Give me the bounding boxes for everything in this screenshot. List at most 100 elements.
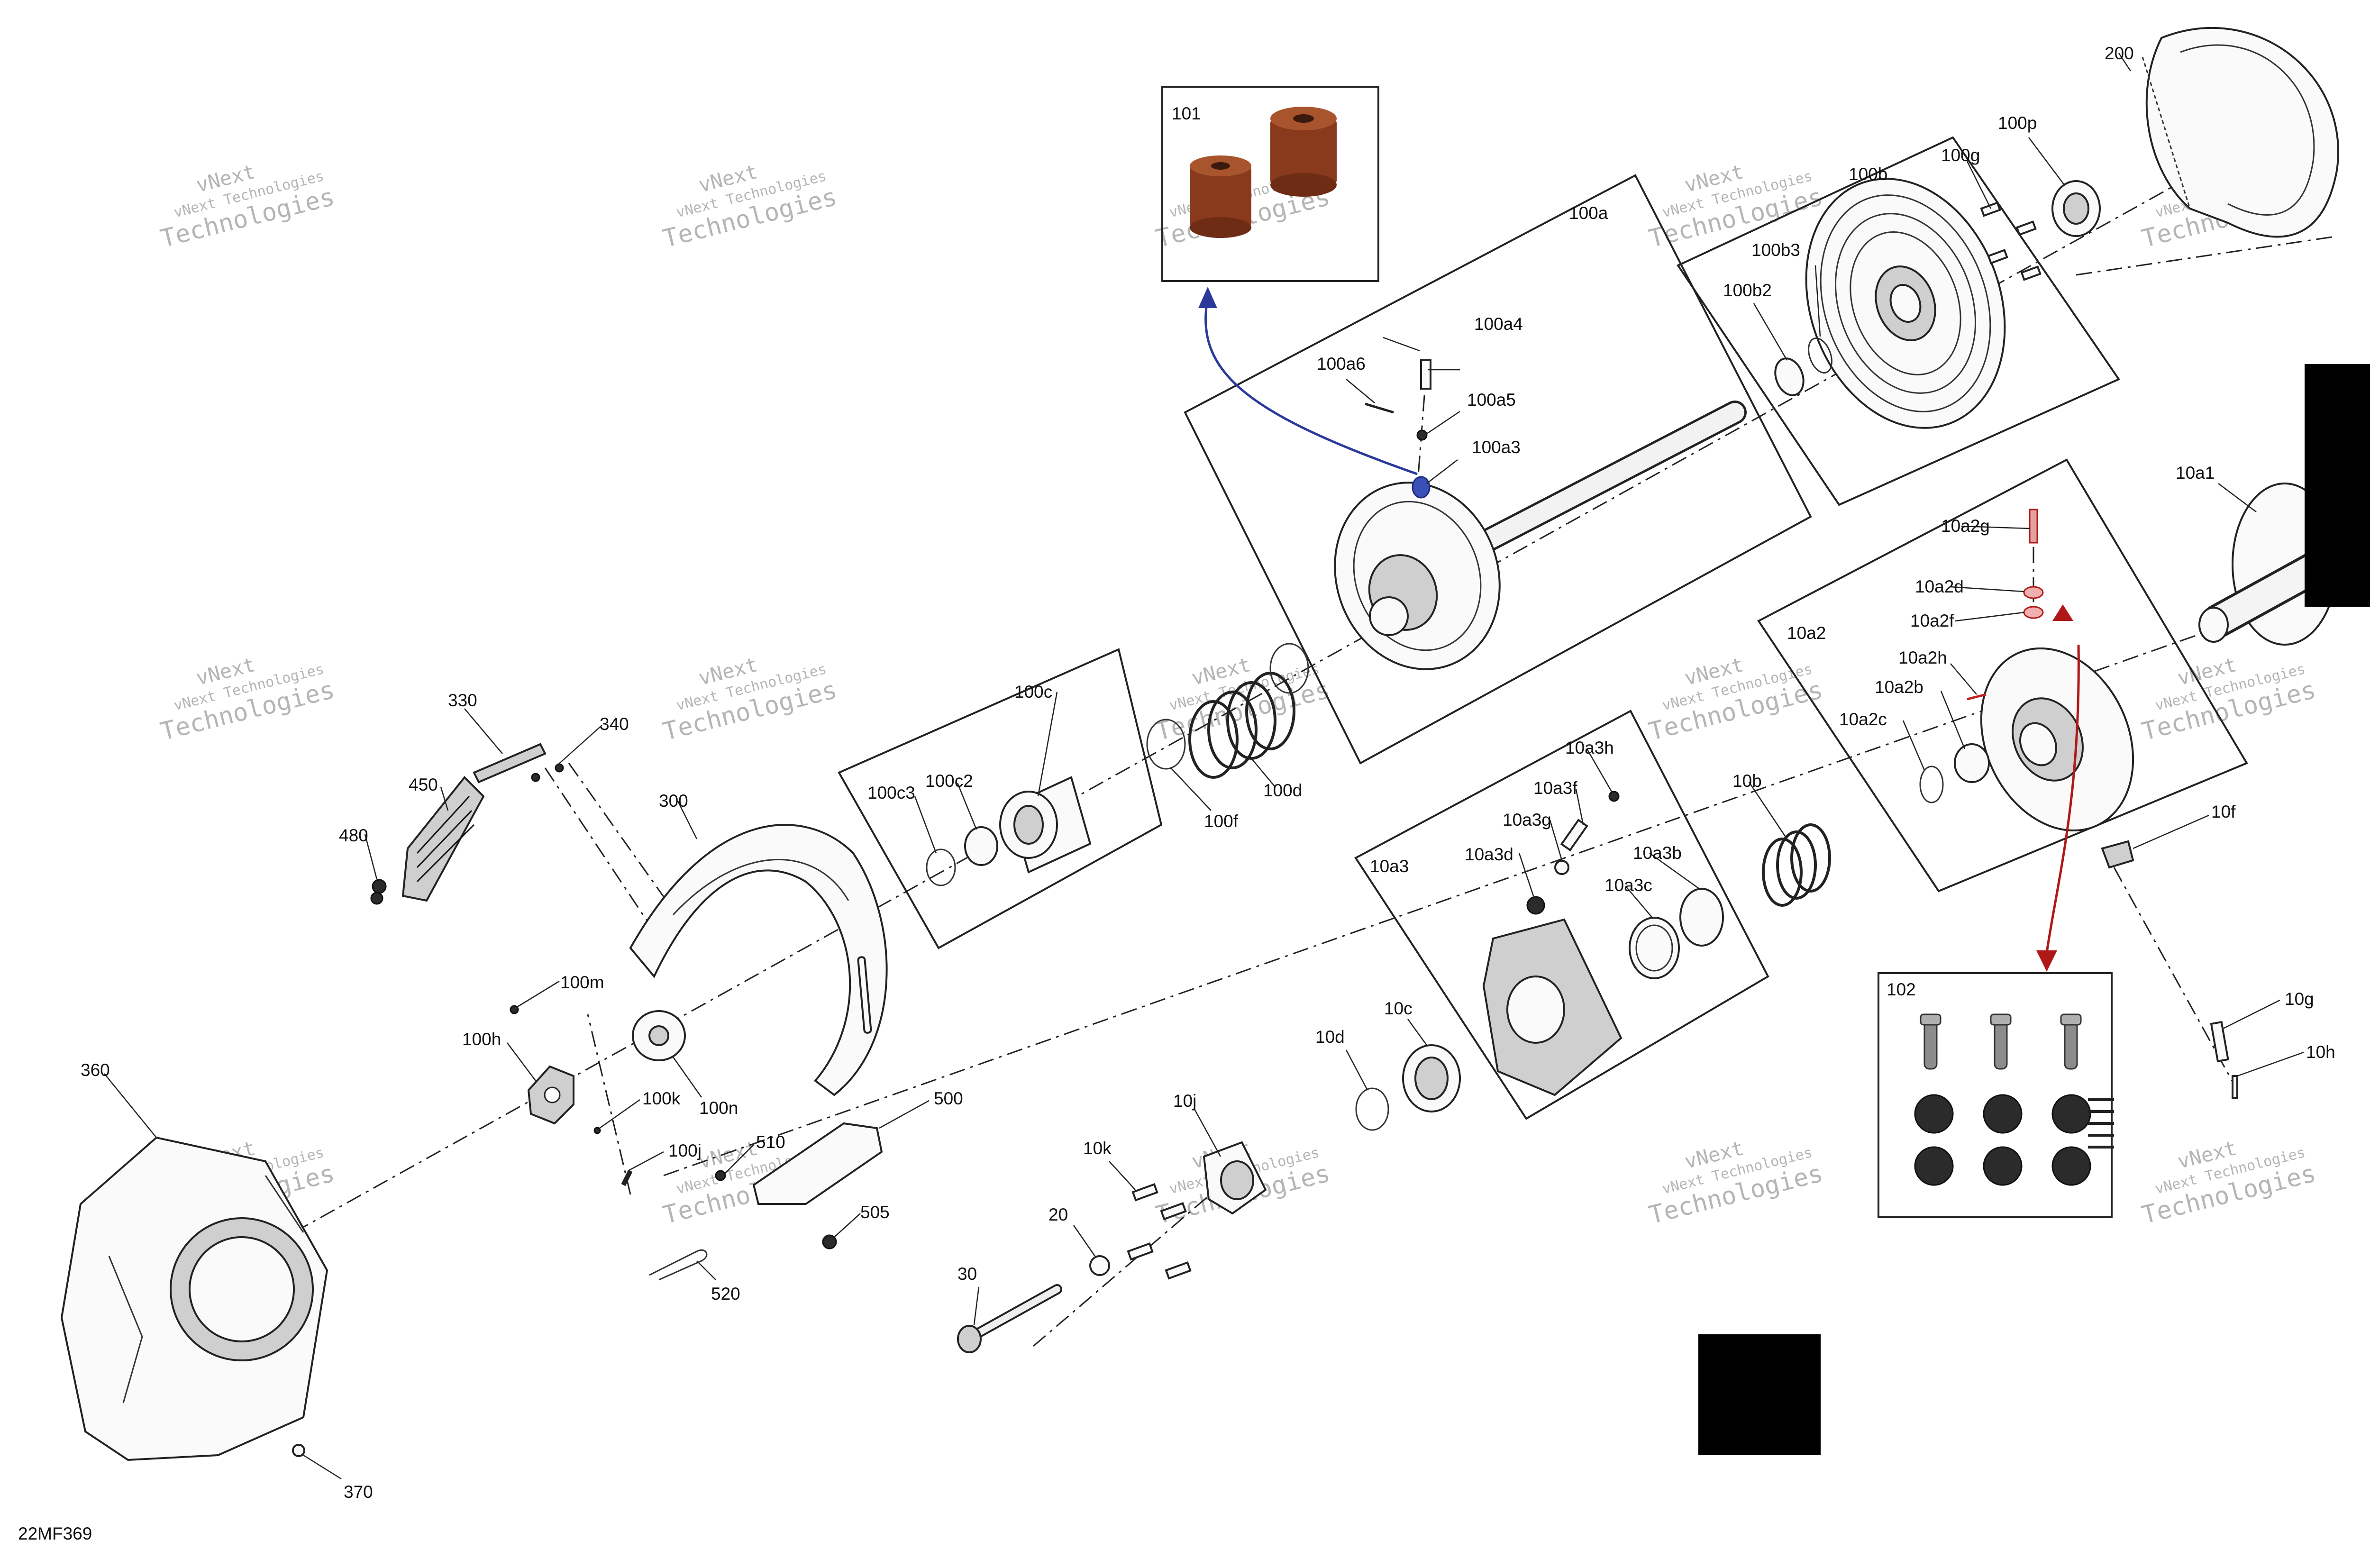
bolt-100a4: [1420, 359, 1431, 390]
label-10j: 10j: [1173, 1091, 1196, 1111]
cap: [1983, 1094, 2023, 1134]
label-100g: 100g: [1941, 146, 1980, 165]
label-20: 20: [1048, 1205, 1068, 1224]
pin-10g: [2210, 1021, 2229, 1063]
washer-20: [1089, 1255, 1110, 1276]
label-10a3d: 10a3d: [1465, 845, 1513, 864]
label-10a3f: 10a3f: [1533, 778, 1577, 798]
label-10b: 10b: [1732, 771, 1762, 791]
bolt-10k: [1127, 1242, 1154, 1261]
label-10a3g: 10a3g: [1503, 810, 1551, 830]
spring-100d: [1188, 672, 1295, 779]
cap: [1983, 1146, 2023, 1186]
belt-guard-300: [629, 824, 888, 1096]
assembly-10a: [1919, 483, 2338, 1099]
spring-10b: [1762, 823, 1831, 907]
label-500: 500: [934, 1089, 963, 1108]
bolt-100g: [1980, 201, 2001, 217]
screw-10h: [2232, 1075, 2238, 1099]
assembly-10c: [957, 1044, 1461, 1353]
label-10a3: 10a3: [1370, 857, 1409, 876]
bolt-10k: [1160, 1202, 1187, 1221]
label-300: 300: [659, 791, 688, 811]
washer-100a5: [1416, 429, 1428, 441]
diagram-code: 22MF369: [18, 1524, 92, 1543]
cable-bracket-500: [752, 1122, 883, 1205]
axis-lower-bolts: [1033, 1175, 1233, 1347]
pin-10a2h: [1967, 693, 1987, 701]
label-100b: 100b: [1849, 164, 1887, 184]
arrow-up-red: [2052, 604, 2073, 621]
group-box-10a3: [1354, 710, 1769, 1120]
label-100m: 100m: [560, 973, 604, 992]
label-100k: 100k: [642, 1089, 681, 1108]
watermark: vNext vNext Technologies Technologies: [660, 160, 840, 253]
arrow-up-blue: [1198, 287, 1217, 308]
pin-100a6: [1365, 402, 1394, 414]
bushing-large: [1270, 107, 1337, 197]
label-10a2: 10a2: [1787, 623, 1826, 643]
label-100d: 100d: [1263, 781, 1302, 800]
bolt-10k: [1165, 1261, 1192, 1280]
grille-450: [401, 776, 485, 902]
label-450: 450: [409, 775, 438, 794]
assembly-100c: [926, 643, 1309, 886]
washer-10a3g: [1554, 860, 1569, 875]
washer-10a2f: [2023, 606, 2044, 619]
screw-480: [370, 892, 383, 905]
label-100p: 100p: [1998, 113, 2037, 133]
group-frames: [838, 86, 2248, 1218]
group-box-10a2: [1757, 458, 2248, 893]
pin: [2060, 1013, 2082, 1070]
label-100f: 100f: [1204, 811, 1239, 831]
bushing-100b2: [1774, 357, 1805, 396]
ring-10a3b: [1679, 888, 1724, 947]
axis-main-lower: [663, 620, 2238, 1176]
label-10f: 10f: [2211, 802, 2236, 821]
washer-370: [292, 1444, 305, 1457]
watermark: vNext vNext Technologies Technologies: [1646, 653, 1826, 746]
label-10a1: 10a1: [2176, 463, 2215, 483]
label-10d: 10d: [1315, 1027, 1345, 1047]
spider-10a2: [1980, 647, 2134, 832]
label-10a2g: 10a2g: [1941, 516, 1990, 536]
label-10a2f: 10a2f: [1910, 611, 1954, 630]
watermark: vNext vNext Technologies Technologies: [1646, 1136, 1826, 1230]
axis-100a4: [1416, 365, 1428, 489]
bushing-100c2: [964, 826, 998, 866]
bolt-100g: [2020, 265, 2042, 281]
nut-100m: [510, 1005, 519, 1014]
bushing-10a2b: [1954, 743, 1990, 783]
label-10a3c: 10a3c: [1604, 875, 1652, 895]
label-10c: 10c: [1384, 999, 1413, 1018]
axis-belt: [2076, 236, 2333, 276]
movable-sheave-100a: [1334, 359, 1747, 670]
watermark: vNext vNext Technologies Technologies: [660, 653, 840, 746]
label-100a: 100a: [1569, 203, 1608, 223]
watermark: vNext vNext Technologies Technologies: [158, 653, 337, 746]
arrow-down-red: [2036, 950, 2057, 972]
screw-10a3h: [1608, 791, 1620, 802]
label-100a5: 100a5: [1467, 390, 1516, 410]
bolt-100g: [2015, 220, 2037, 236]
label-510: 510: [756, 1132, 785, 1152]
bolt-100g: [1987, 249, 2008, 264]
fixed-sheave-100b: [1774, 178, 2101, 429]
highlight-arrows: [1198, 287, 2080, 972]
label-10a3h: 10a3h: [1565, 738, 1614, 757]
label-330: 330: [448, 691, 477, 710]
part-labels: 101 100a 100a4 100a6 100a5 100a3 100b 10…: [81, 44, 2335, 1502]
label-10a3b: 10a3b: [1633, 843, 1682, 863]
clip-520: [649, 1249, 708, 1281]
washer-10a2d: [2023, 586, 2044, 599]
bolt-100j: [621, 1169, 633, 1186]
inset-box-102: [1878, 972, 2113, 1218]
inset-box-101: [1161, 86, 1379, 282]
screw-480: [372, 879, 387, 894]
inset-102-kit: [1914, 1013, 2114, 1186]
label-10a2h: 10a2h: [1898, 648, 1947, 667]
axis-guard-bolt: [544, 767, 650, 925]
label-505: 505: [860, 1203, 890, 1222]
cap: [1914, 1094, 1954, 1134]
